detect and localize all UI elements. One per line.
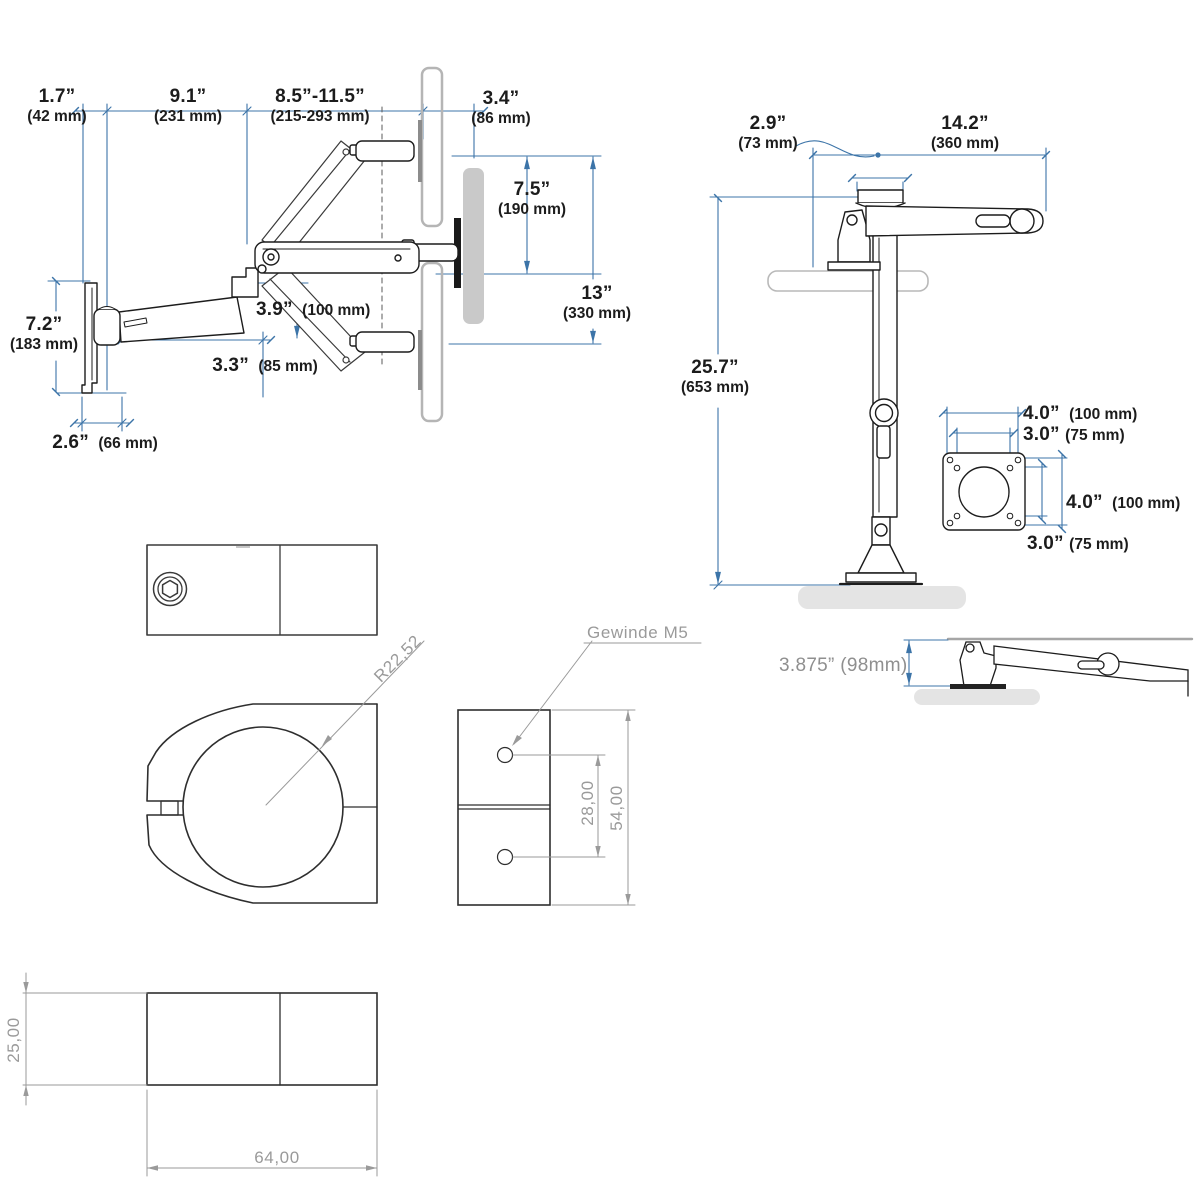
dim-folded-height: 3.875” (98mm) <box>779 655 908 676</box>
pole-cap <box>857 189 904 204</box>
dim-pole-height: 25.7” (653 mm) <box>680 357 750 396</box>
hex-socket <box>161 579 179 599</box>
dim-wall-depth-min: 1.7” (42 mm) <box>27 86 87 125</box>
pole-arm-view <box>709 140 1051 609</box>
pivot-boss <box>93 308 121 346</box>
clamp-top-view <box>146 544 378 636</box>
monitor-top <box>420 66 444 228</box>
dim-track-height: 7.2” (183 mm) <box>9 314 79 353</box>
dim-arm-drop: 3.3” (85 mm) <box>212 355 318 376</box>
dim-block-width: 64,00 <box>254 1148 300 1167</box>
monitor-middle <box>463 168 484 324</box>
desk-pad <box>914 689 1040 705</box>
dim-vesa-v100: 4.0” (100 mm) <box>1066 492 1181 513</box>
hole-plate-view <box>457 640 702 906</box>
pole <box>872 232 898 518</box>
floor-pad <box>798 586 966 609</box>
dim-vesa-v75: 3.0” (75 mm) <box>1027 533 1129 554</box>
radius-leader <box>265 640 425 806</box>
dim-pole-cap: 2.9” (73 mm) <box>738 113 798 152</box>
dim-lift-total: 13” (330 mm) <box>562 283 632 322</box>
pole-assembly <box>827 189 1044 586</box>
thread-label: Gewinde M5 <box>587 623 689 642</box>
dim-pole-reach: 14.2” (360 mm) <box>930 113 1000 152</box>
dim-monitor-offset: 3.4” (86 mm) <box>471 88 531 127</box>
riser <box>231 267 259 298</box>
monitor-bottom <box>420 261 444 423</box>
spring-arm <box>254 241 420 274</box>
wall-arm-view <box>47 66 602 432</box>
monitor-top-vesa-bar <box>418 120 422 182</box>
pole-arm <box>865 205 1044 237</box>
dim-vesa-h75: 3.0” (75 mm) <box>1023 424 1125 445</box>
dim-arm-reach: 9.1” (231 mm) <box>153 86 223 125</box>
vesa-plate-detail <box>938 406 1068 534</box>
dim-hole-spacing: 28,00 <box>578 780 597 826</box>
dim-lift-upper: 7.5” (190 mm) <box>497 179 567 218</box>
wall-arm-assembly <box>81 241 420 394</box>
pole-base-plate <box>845 572 917 583</box>
mount-top <box>355 140 415 162</box>
dim-plate-height: 54,00 <box>607 785 626 831</box>
collar-tab <box>876 425 891 459</box>
plate-dimension-lines <box>512 640 702 906</box>
dim-block-height: 25,00 <box>4 1017 23 1063</box>
dim-vesa-h100: 4.0” (100 mm) <box>1023 403 1138 424</box>
desk-surface-band <box>767 270 929 292</box>
arm-slot <box>123 317 148 328</box>
pole-dimension-lines <box>709 140 1051 590</box>
folded-arm <box>950 641 1189 697</box>
dim-vesa-drop: 3.9” (100 mm) <box>256 299 371 320</box>
clamp-front-view <box>146 640 425 904</box>
dim-wall-depth: 2.6” (66 mm) <box>52 432 158 453</box>
vesa-center-hole <box>958 466 1010 518</box>
clamp-bore <box>182 726 344 888</box>
mount-bottom <box>355 331 415 353</box>
clamp-screw <box>152 571 188 607</box>
pole-tilter-flare <box>857 544 905 574</box>
vesa-plate <box>942 452 1026 531</box>
block-view <box>22 972 378 1177</box>
monitor-bottom-vesa-bar <box>418 330 422 390</box>
dim-extension-range: 8.5”-11.5” (215-293 mm) <box>270 86 370 125</box>
block-dimension-lines <box>22 972 378 1177</box>
folded-arm-side-view <box>903 637 1194 705</box>
